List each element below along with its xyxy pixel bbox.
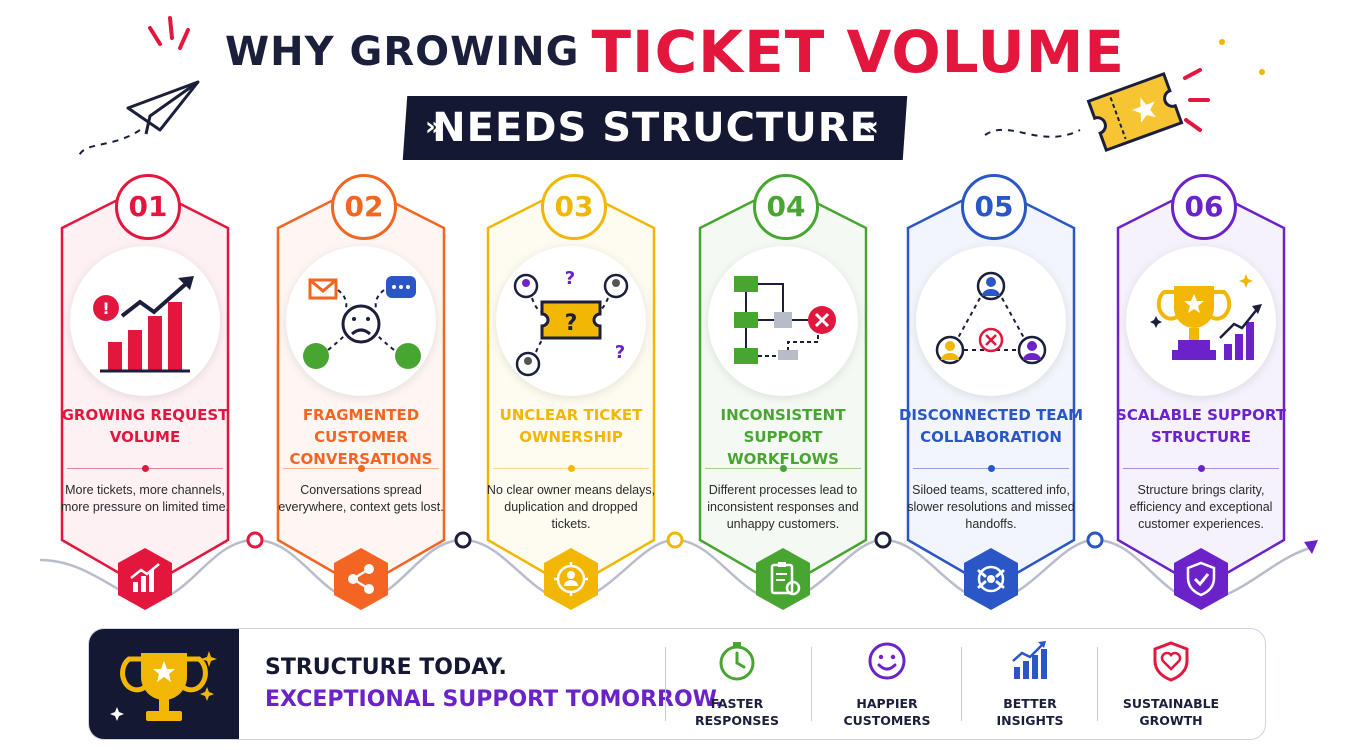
step-description: Different processes lead to inconsistent…: [707, 483, 859, 531]
question-ticket-users-icon: ? ? ?: [513, 268, 629, 377]
sparkles-right: [1219, 39, 1265, 75]
step-badge: [1171, 546, 1231, 612]
dashed-trail-left: [77, 129, 141, 161]
burst-lines-left: [148, 16, 190, 50]
footer-trophy-panel: [89, 629, 239, 739]
step-number: 05: [961, 174, 1027, 240]
benefit-label-2: RESPONSES: [695, 713, 779, 728]
step-description: Conversations spread everywhere, context…: [278, 483, 444, 514]
disconnected-team-icon: [935, 271, 1047, 365]
broken-workflow-icon: [734, 276, 836, 364]
scattered-channels-sad-face-icon: [303, 276, 421, 369]
step-badge: [753, 546, 813, 612]
step-card-04: 04 INCONSISTENT SUPPORT WORKFLOWS: [680, 168, 886, 618]
benefit-label-2: CUSTOMERS: [843, 713, 931, 728]
step-number: 01: [115, 174, 181, 240]
benefit-label-1: HAPPIER: [856, 696, 918, 711]
card-divider-dot: [988, 465, 995, 472]
shield-check-icon: [1174, 548, 1228, 610]
svg-text:?: ?: [565, 311, 578, 336]
step-card-05: 05 DISCONNECTED TEAM C: [888, 168, 1094, 618]
footer-panel: STRUCTURE TODAY. EXCEPTIONAL SUPPORT TOM…: [88, 628, 1266, 740]
timeline-arrowhead: [1304, 540, 1318, 554]
benefit-label-2: GROWTH: [1139, 713, 1203, 728]
card-illustration: [1126, 246, 1276, 396]
benefit-happier-customers: HAPPIER CUSTOMERS: [827, 637, 947, 737]
step-title: GROWING REQUEST VOLUME: [61, 406, 229, 446]
clipboard-gear-icon: [756, 548, 810, 610]
step-card-02: 02 FRAGMENTED CUSTOMER CONVERSA: [258, 168, 464, 618]
title-line2: NEEDS STRUCTURE: [432, 105, 878, 151]
benefit-label-2: INSIGHTS: [996, 713, 1064, 728]
bar-chart-icon: [1012, 641, 1047, 679]
card-divider-dot: [142, 465, 149, 472]
trophy-growth-icon: [1150, 274, 1262, 360]
paper-plane-icon: [126, 80, 200, 135]
svg-text:!: !: [102, 299, 109, 318]
step-description: Siloed teams, scattered info, slower res…: [907, 483, 1075, 531]
card-divider-dot: [358, 465, 365, 472]
growth-chart-icon: [118, 548, 172, 610]
benefit-label-1: SUSTAINABLE: [1122, 696, 1220, 711]
card-illustration: !: [70, 246, 220, 396]
step-number: 03: [541, 174, 607, 240]
target-user-icon: [544, 548, 598, 610]
step-description: Structure brings clarity, efficiency and…: [1129, 483, 1273, 531]
card-divider-dot: [780, 465, 787, 472]
step-title: UNCLEAR TICKET OWNERSHIP: [499, 406, 643, 446]
card-divider-dot: [1198, 465, 1205, 472]
step-number: 04: [753, 174, 819, 240]
rising-bar-chart-alert-icon: !: [93, 276, 194, 373]
card-illustration: ? ? ?: [496, 246, 646, 396]
step-card-01: 01 ! GROWING REQUEST VOLUME More tickets…: [42, 168, 248, 618]
step-number: 02: [331, 174, 397, 240]
footer-divider: [1097, 647, 1098, 721]
team-hands-icon: [964, 548, 1018, 610]
card-divider-dot: [568, 465, 575, 472]
benefit-label-1: FASTER: [710, 696, 764, 711]
step-badge: [331, 546, 391, 612]
step-description: No clear owner means delays, duplication…: [486, 483, 656, 531]
step-card-03: 03 ? ? ? UNCLEAR TICKET OWNERSHIP: [468, 168, 674, 618]
benefit-better-insights: BETTER INSIGHTS: [970, 637, 1090, 737]
golden-ticket-icon: [1086, 71, 1184, 153]
banner-chevron-left-icon: »: [425, 112, 442, 142]
dashed-trail-right: [984, 128, 1081, 138]
benefit-faster-responses: FASTER RESPONSES: [677, 637, 797, 737]
footer-divider: [961, 647, 962, 721]
clock-icon: [719, 642, 755, 681]
svg-text:?: ?: [615, 342, 625, 363]
footer-divider: [665, 647, 666, 721]
step-number: 06: [1171, 174, 1237, 240]
step-title: DISCONNECTED TEAM COLLABORATION: [898, 406, 1084, 446]
step-description: More tickets, more channels, more pressu…: [60, 483, 230, 514]
trophy-icon: [110, 651, 217, 721]
title-line1-part2: TICKET VOLUME: [591, 18, 1125, 86]
step-badge: [961, 546, 1021, 612]
card-illustration: [916, 246, 1066, 396]
step-title: INCONSISTENT SUPPORT WORKFLOWS: [720, 406, 846, 468]
footer-subheadline: EXCEPTIONAL SUPPORT TOMORROW.: [265, 687, 724, 712]
shield-heart-icon: [1153, 641, 1189, 682]
share-network-icon: [334, 548, 388, 610]
timeline-nodes: [246, 531, 1104, 549]
card-illustration: [286, 246, 436, 396]
step-badge: [541, 546, 601, 612]
svg-text:?: ?: [565, 268, 575, 289]
benefit-sustainable-growth: SUSTAINABLE GROWTH: [1111, 637, 1231, 737]
footer-headline: STRUCTURE TODAY.: [265, 655, 507, 680]
burst-lines-right: [1183, 68, 1210, 132]
smiley-icon: [868, 642, 906, 680]
benefit-label-1: BETTER: [1003, 696, 1057, 711]
title-line1-part1: WHY GROWING: [225, 29, 580, 75]
step-title: FRAGMENTED CUSTOMER CONVERSATIONS: [289, 406, 433, 468]
card-illustration: [708, 246, 858, 396]
step-card-06: 06 SCALABLE SUPPORT STRU: [1098, 168, 1304, 618]
footer-divider: [811, 647, 812, 721]
step-badge: [115, 546, 175, 612]
banner-chevron-right-icon: «: [862, 112, 879, 142]
step-title: SCALABLE SUPPORT STRUCTURE: [1116, 406, 1286, 446]
